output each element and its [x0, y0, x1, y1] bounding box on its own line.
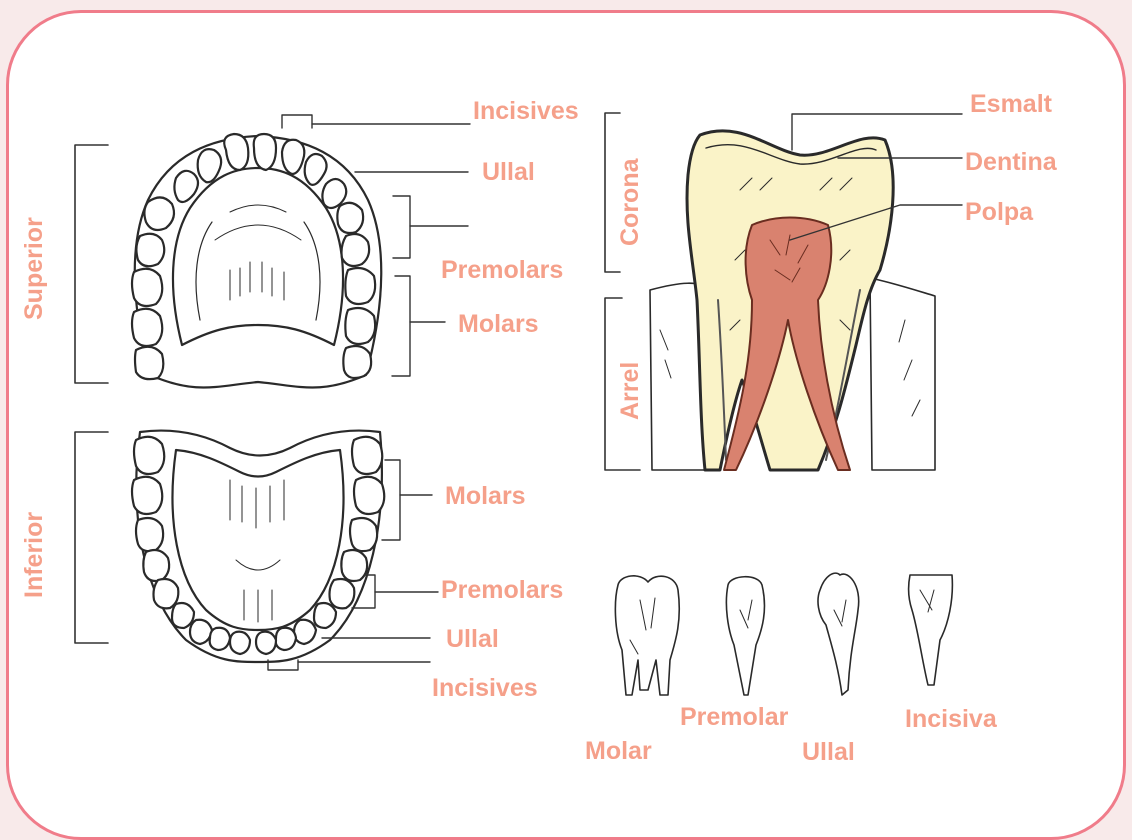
tooth-section-drawing: [605, 113, 962, 470]
dentina-label: Dentina: [965, 150, 1057, 175]
molar-label: Molar: [585, 739, 652, 764]
premolar-label: Premolar: [680, 705, 788, 730]
upper-molars-label: Molars: [458, 312, 539, 337]
upper-premolars-label: Premolars: [441, 258, 563, 283]
incisiva-label: Incisiva: [905, 707, 997, 732]
arrel-label: Arrel: [618, 362, 643, 420]
polpa-label: Polpa: [965, 200, 1033, 225]
tooth-types-drawing: [615, 573, 952, 695]
lower-molars-label: Molars: [445, 484, 526, 509]
ullal-tooth-label: Ullal: [802, 740, 855, 765]
upper-arch-drawing: [132, 134, 381, 388]
lower-incisives-label: Incisives: [432, 676, 538, 701]
superior-label: Superior: [22, 217, 47, 320]
esmalt-label: Esmalt: [970, 92, 1052, 117]
lower-ullal-label: Ullal: [446, 627, 499, 652]
lower-premolars-label: Premolars: [441, 578, 563, 603]
upper-ullal-label: Ullal: [482, 160, 535, 185]
upper-incisives-label: Incisives: [473, 99, 579, 124]
side-brackets: [75, 145, 108, 643]
inferior-label: Inferior: [22, 512, 47, 598]
corona-label: Corona: [618, 159, 643, 247]
lower-arch-drawing: [132, 431, 384, 662]
